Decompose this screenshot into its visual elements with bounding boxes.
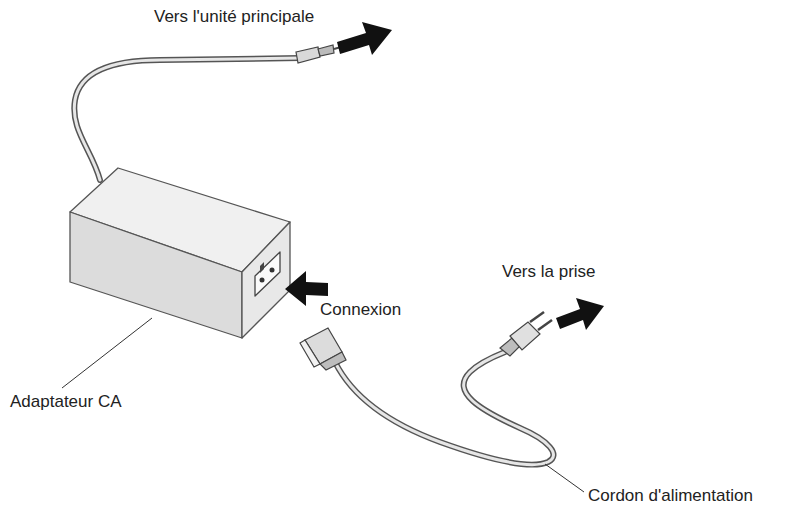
- ac-adapter: [70, 168, 290, 338]
- leader-line: [545, 464, 584, 492]
- part-label: Cordon d'alimentation: [586, 486, 755, 506]
- dc-cord: [74, 58, 300, 180]
- appliance-connector: [300, 328, 346, 370]
- part-label: Connexion: [318, 300, 403, 320]
- dc-plug: [296, 45, 341, 63]
- part-label: Adaptateur CA: [8, 392, 124, 412]
- part-label: Vers la prise: [500, 262, 598, 282]
- leader-line: [62, 318, 152, 388]
- power-cord: [335, 352, 553, 465]
- part-label: Vers l'unité principale: [152, 7, 316, 27]
- socket-pins: [260, 268, 275, 283]
- wall-plug: [500, 312, 552, 356]
- direction-arrow: [337, 22, 392, 55]
- direction-arrow: [556, 298, 604, 330]
